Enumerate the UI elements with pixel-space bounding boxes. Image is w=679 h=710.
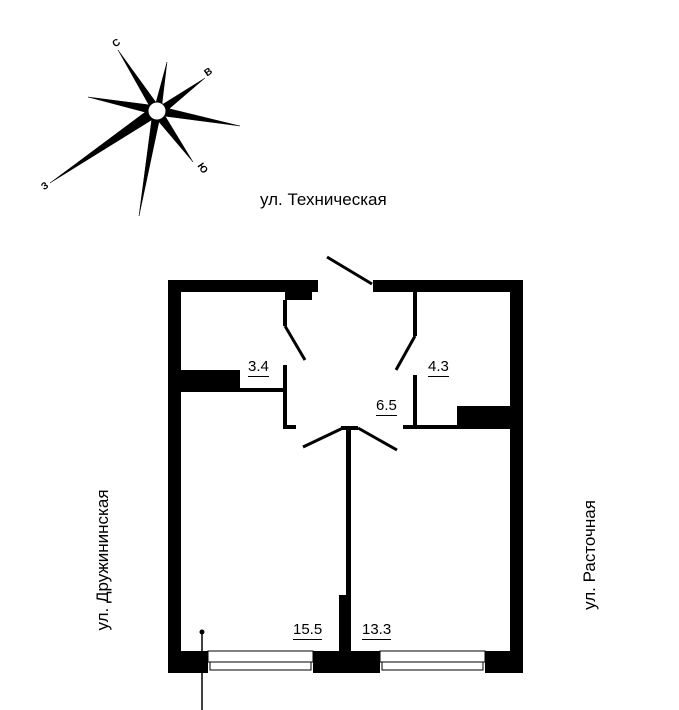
- room-area-left: 15.5: [293, 621, 323, 640]
- room-area-closet-left: 3.4: [248, 358, 269, 377]
- windows: [207, 650, 486, 671]
- street-left-label: ул. Дружининская: [93, 489, 112, 631]
- entry-marker: [199, 629, 205, 710]
- street-top-label: ул. Техническая: [260, 190, 387, 209]
- street-right-label: ул. Расточная: [580, 500, 599, 610]
- room-area-right: 13.3: [362, 621, 392, 640]
- compass-rose-icon: [49, 49, 241, 217]
- room-area-closet-right: 4.3: [428, 358, 449, 377]
- room-area-hall: 6.5: [376, 397, 397, 416]
- walls: [168, 280, 523, 673]
- doors: [283, 255, 417, 452]
